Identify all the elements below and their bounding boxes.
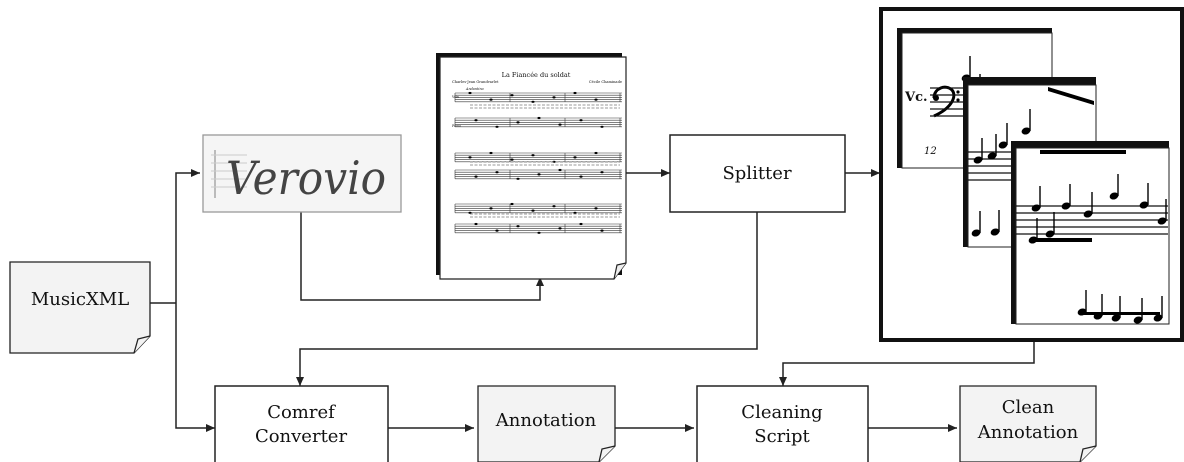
score-note-head (537, 231, 541, 234)
score-note-head (516, 121, 520, 124)
score-note-head (594, 207, 598, 210)
crop-3-staff (1016, 150, 1168, 324)
score-note-head (537, 173, 541, 176)
crop-note-head (1083, 210, 1093, 218)
crop-beam (1080, 312, 1160, 315)
verovio-staff-icon (211, 150, 247, 198)
edge-verovio-score (300, 212, 544, 301)
score-note-head (558, 123, 562, 126)
score-note-head (531, 100, 535, 103)
splitter-label: Splitter (722, 163, 791, 184)
score-note-head (468, 211, 472, 214)
score-staff-piano: Piano (452, 124, 461, 128)
crop-note-head (1133, 316, 1143, 324)
annotation-label: Annotation (495, 410, 597, 431)
crop-note-head (1139, 201, 1149, 209)
score-note-head (495, 125, 499, 128)
score-note-head (600, 229, 604, 232)
musicxml-label: MusicXML (31, 289, 129, 310)
verovio-logo-text: Verovio (226, 151, 386, 205)
crop-note-head (1061, 202, 1071, 210)
cleaning-script-node: Cleaning Script (696, 385, 869, 462)
crop-beam (1032, 238, 1092, 242)
crop-note-head (1031, 204, 1041, 212)
score-note-head (489, 207, 493, 210)
score-title: La Fiancée du soldat (502, 71, 571, 79)
crop-note-head (987, 152, 997, 160)
score-note-head (600, 171, 604, 174)
crop-note-head (998, 141, 1008, 149)
crop-instrument-label: Vc. (904, 90, 928, 105)
crop-note-head (1111, 314, 1121, 322)
score-note-head (474, 175, 478, 178)
score-note-head (573, 91, 577, 95)
score-note-head (552, 96, 556, 99)
crop-note-head (973, 156, 983, 164)
crop-note-head (1021, 127, 1031, 135)
connectors (150, 169, 1035, 432)
score-note-head (558, 168, 562, 172)
score-note-head (489, 151, 493, 155)
score-note-head (531, 209, 535, 212)
clean-annotation-line1: Clean (1002, 397, 1055, 418)
splitter-node: Splitter (669, 134, 846, 213)
score-note-head (474, 119, 478, 122)
crop-note-head (971, 229, 981, 237)
score-note-head (495, 229, 499, 232)
score-note-head (579, 119, 583, 122)
score-note-head (474, 222, 478, 226)
crop-3 (1011, 141, 1170, 325)
crop-note-head (1157, 217, 1167, 225)
score-note-head (516, 225, 520, 228)
crops-node: Vc. 12 (879, 7, 1184, 342)
clean-annotation-line2: Annotation (977, 422, 1079, 443)
score-note-head (510, 202, 514, 206)
score-note-head (468, 91, 472, 95)
score-node: La Fiancée du soldat Charles-Jean Grandv… (436, 53, 627, 280)
comref-converter-node: Comref Converter (214, 385, 389, 462)
clean-annotation-node: Clean Annotation (959, 385, 1097, 462)
score-composer-left: Charles-Jean Grandvarlet (452, 80, 499, 84)
score-note-head (600, 125, 604, 128)
verovio-node: Verovio (202, 134, 402, 213)
score-note-head (594, 98, 598, 101)
score-tempo: Andantino (465, 87, 484, 91)
cleaning-line1: Cleaning (741, 402, 822, 423)
score-note-head (510, 94, 514, 97)
crop-beam (1048, 87, 1094, 105)
edge-musicxml-verovio (175, 169, 200, 303)
score-note-head (573, 156, 577, 159)
score-note-head (537, 116, 541, 120)
score-note-head (468, 156, 472, 159)
score-note-head (495, 171, 499, 174)
score-note-head (558, 227, 562, 230)
crop-beam (1040, 150, 1126, 154)
comref-line1: Comref (267, 402, 336, 423)
score-composer-right: Cécile Chaminade (589, 80, 622, 84)
score-note-head (489, 98, 493, 101)
bass-clef-icon (932, 85, 960, 118)
score-note-head (579, 175, 583, 178)
score-note-head (579, 222, 583, 226)
score-note-head (516, 177, 520, 180)
edge-crops-cleaning (779, 340, 1035, 386)
score-note-head (531, 154, 535, 157)
crop-note-head (1045, 230, 1055, 238)
score-note-head (573, 211, 577, 214)
score-staves (454, 91, 622, 234)
comref-line2: Converter (255, 426, 348, 447)
crop-note-head (990, 228, 1000, 236)
annotation-node: Annotation (477, 385, 616, 462)
crop-note-head (1153, 314, 1163, 322)
crop-note-head (1109, 192, 1119, 200)
score-note-head (510, 158, 514, 161)
cleaning-line2: Script (754, 426, 810, 447)
edge-splitter-comref (296, 212, 758, 386)
score-note-head (552, 205, 556, 208)
musicxml-node: MusicXML (9, 261, 151, 354)
score-note-head (594, 151, 598, 155)
edge-musicxml-comref (175, 303, 215, 432)
crop-measure-number: 12 (924, 146, 937, 157)
